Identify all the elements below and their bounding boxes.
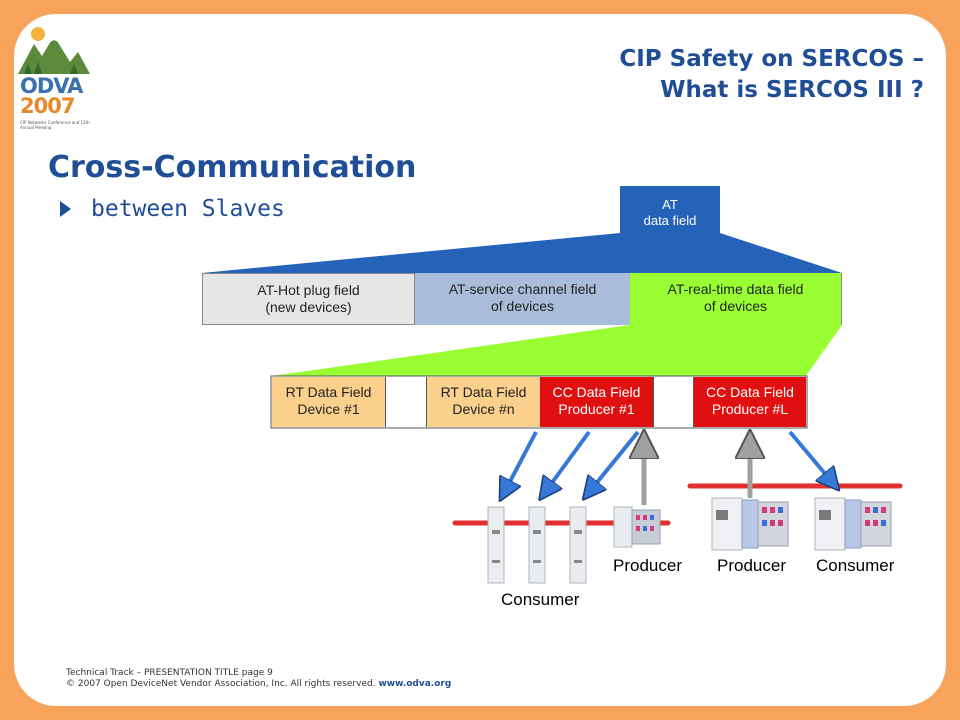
hot-plug-line-1: AT-Hot plug field: [257, 282, 360, 298]
footer-line-1: Technical Track – PRESENTATION TITLE pag…: [66, 668, 273, 678]
at-field-line-1: AT: [662, 197, 678, 212]
producer-label-2: Producer: [717, 556, 786, 575]
consumer-device-1: [487, 506, 505, 584]
rt-expansion-wedge: [272, 325, 842, 376]
producer-device-1: [613, 506, 661, 548]
real-time-line-1: AT-real-time data field: [667, 281, 804, 297]
producer-device-2: [711, 497, 789, 551]
slide-title: CIP Safety on SERCOS – What is SERCOS II…: [619, 44, 924, 106]
consumer-device-right: [814, 497, 892, 551]
rt-data-field-device-1: RT Data Field Device #1: [272, 377, 386, 427]
bullet-text: between Slaves: [91, 196, 285, 222]
producer-label-1: Producer: [613, 556, 682, 575]
logo-wordmark: ODVA 2007: [20, 74, 83, 118]
at-data-field-box: AT data field: [620, 186, 720, 240]
rt-device-1-line-1: RT Data Field: [285, 384, 372, 400]
title-line-2: What is SERCOS III ?: [660, 77, 924, 103]
arrow-to-consumer-1: [505, 431, 538, 491]
slide-footer: Technical Track – PRESENTATION TITLE pag…: [66, 668, 451, 690]
footer-copyright: © 2007 Open DeviceNet Vendor Association…: [66, 679, 376, 689]
service-channel-line-2: of devices: [490, 298, 555, 314]
at-real-time-data-field-box: AT-real-time data field of devices: [630, 273, 842, 325]
rt-device-1-line-2: Device #1: [297, 401, 360, 417]
arrow-to-consumer-2: [546, 430, 591, 491]
service-channel-line-1: AT-service channel field: [448, 281, 597, 297]
consumer-device-3: [569, 506, 587, 584]
hot-plug-line-2: (new devices): [265, 299, 352, 315]
logo-subtitle: CIP Networks Conference and 12th Annual …: [20, 120, 90, 130]
logo-year: 2007: [20, 94, 75, 118]
footer-link[interactable]: www.odva.org: [378, 679, 452, 689]
consumer-label-right: Consumer: [816, 556, 895, 575]
odva-logo: ODVA 2007 CIP Networks Conference and 12…: [14, 24, 92, 130]
at-service-channel-field-box: AT-service channel field of devices: [415, 273, 630, 325]
arrow-to-consumer-right: [788, 430, 832, 482]
real-time-line-2: of devices: [703, 298, 768, 314]
cc-producer-1-line-2: Producer #1: [558, 401, 635, 417]
bullet-item: between Slaves: [60, 196, 285, 222]
rt-device-n-line-2: Device #n: [452, 401, 515, 417]
cc-producer-l-line-1: CC Data Field: [706, 384, 794, 400]
cc-producer-1-line-1: CC Data Field: [552, 384, 641, 400]
title-line-1: CIP Safety on SERCOS –: [619, 46, 924, 72]
arrow-to-consumer-3: [590, 430, 640, 491]
at-hot-plug-field-box: AT-Hot plug field (new devices): [202, 273, 415, 325]
rt-device-n-line-1: RT Data Field: [440, 384, 527, 400]
mountain-logo-icon: [18, 27, 90, 74]
cc-data-field-producer-1: CC Data Field Producer #1: [540, 377, 654, 427]
logo-name: ODVA: [20, 74, 83, 98]
triangle-bullet-icon: [60, 201, 71, 217]
rt-data-field-device-n: RT Data Field Device #n: [426, 377, 540, 427]
consumer-label-bottom: Consumer: [501, 590, 580, 609]
cc-data-field-producer-l: CC Data Field Producer #L: [693, 377, 806, 427]
cc-producer-l-line-2: Producer #L: [711, 401, 789, 417]
consumer-device-2: [528, 506, 546, 584]
at-field-line-2: data field: [643, 213, 697, 228]
section-heading: Cross-Communication: [48, 150, 417, 185]
footer-line-2: © 2007 Open DeviceNet Vendor Association…: [66, 679, 451, 690]
at-expansion-wedge: [202, 233, 842, 273]
